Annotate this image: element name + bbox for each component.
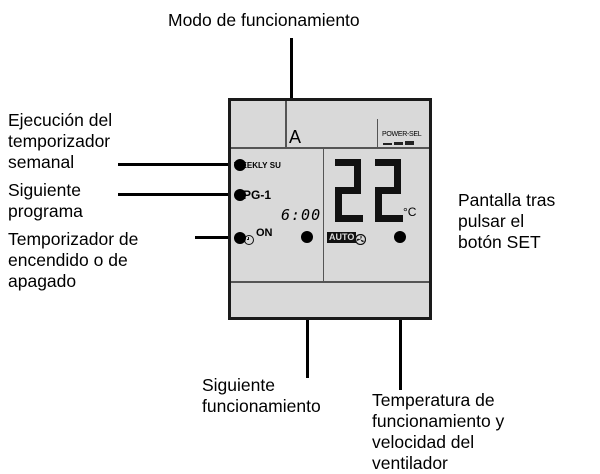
leader-on-off-timer [195,236,240,239]
on-indicator: ON [256,227,273,239]
program-indicator: PG-1 [243,188,272,202]
lcd-top-divider [231,147,429,149]
lcd-display: A POWER-SEL WEEKLY SU PG-1 6:00 ON [228,98,432,320]
dot-temp-fan [394,231,406,243]
dot-timer [234,232,246,244]
power-sel-bars [383,141,419,145]
lcd-mode-divider [285,101,287,147]
fan-icon [354,232,367,246]
dot-program [234,189,246,201]
leader-operation-mode [290,38,293,124]
dot-weekly [234,159,246,171]
celsius-unit: °C [403,205,417,219]
lcd-power-divider [377,119,378,147]
weekly-indicator: WEEKLY SU [234,161,281,170]
label-on-off-timer: Temporizador de encendido o de apagado [8,229,139,291]
mode-indicator: A [289,127,302,147]
dot-next-operation [301,231,313,243]
leader-next-program [118,193,240,196]
label-temp-fan: Temperatura de funcionamiento y velocida… [372,390,505,473]
label-next-program: Siguiente programa [8,180,83,221]
fan-mode-badge: AUTO [327,232,357,243]
label-operation-mode: Modo de funcionamiento [168,10,360,30]
label-after-set: Pantalla tras pulsar el botón SET [458,190,556,252]
time-readout: 6:00 [281,206,322,224]
power-sel-label: POWER-SEL [382,131,422,138]
label-next-operation: Siguiente funcionamiento [202,375,321,416]
lcd-bottom-divider [231,281,429,283]
leader-weekly-timer [118,163,240,166]
label-weekly-timer: Ejecución del temporizador semanal [8,110,113,172]
lcd-middle-divider [323,147,324,281]
temperature-digits [331,157,411,227]
